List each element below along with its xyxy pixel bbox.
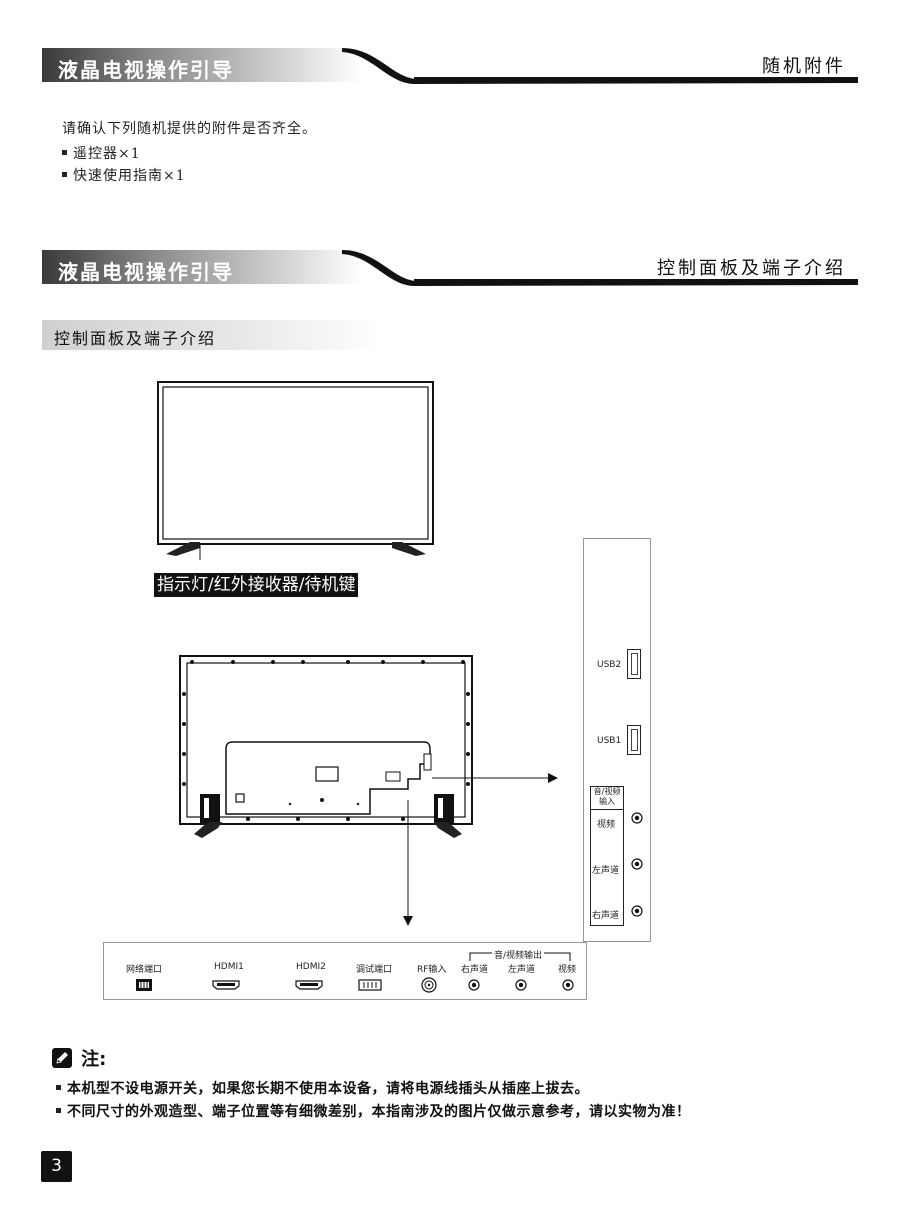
port-label-video: 视频 <box>558 965 577 975</box>
accessories-intro: 请确认下列随机提供的附件是否齐全。 <box>62 121 317 137</box>
tv-front-callout-label: 指示灯/红外接收器/待机键 <box>154 573 359 597</box>
bullet <box>62 149 67 155</box>
header-bar-graphic <box>42 250 858 286</box>
header-section-name: 控制面板及端子介绍 <box>657 258 846 279</box>
av-input-jacks <box>631 812 643 917</box>
tv-back-illustration <box>179 655 473 838</box>
bottom-port-panel: 音/视频输出 网络端口 HDMI1 HDMI2 调试端口 RF输入 右声道 左声… <box>103 942 587 1000</box>
usb2-label: USB2 <box>597 660 622 670</box>
av-video-label: 视频 <box>597 820 616 830</box>
connector-arrows <box>403 773 558 926</box>
lan-port-icon <box>136 979 152 991</box>
note-text: 不同尺寸的外观造型、端子位置等有细微差别，本指南涉及的图片仅做示意参考，请以实物… <box>67 1104 691 1120</box>
bottom-port-icons <box>136 977 574 993</box>
side-port-panel: USB2 USB1 音/视频 输入 视频 左声道 右声道 <box>583 538 651 942</box>
port-label-hdmi2: HDMI2 <box>296 962 326 972</box>
av-input-title-2: 输入 <box>599 797 615 806</box>
av-right-label: 右声道 <box>592 911 620 921</box>
pencil-icon <box>52 1048 72 1068</box>
accessory-item-remote: 遥控器×1 <box>62 143 141 163</box>
page-number: 3 <box>41 1151 72 1182</box>
bullet <box>56 1084 61 1090</box>
accessory-item-guide: 快速使用指南×1 <box>62 165 186 185</box>
header-title: 液晶电视操作引导 <box>58 58 234 82</box>
port-label-hdmi1: HDMI1 <box>214 962 244 972</box>
av-input-group: 音/视频 输入 视频 左声道 右声道 <box>590 786 624 926</box>
section-header-accessories: 液晶电视操作引导 随机附件 <box>42 46 858 90</box>
port-label-right: 右声道 <box>461 965 489 975</box>
av-input-title-1: 音/视频 <box>593 787 621 796</box>
tv-front-illustration <box>157 381 434 560</box>
port-label-lan: 网络端口 <box>126 965 163 975</box>
note-line-1: 本机型不设电源开关，如果您长期不使用本设备，请将电源线插头从插座上拔去。 <box>56 1078 589 1098</box>
note-text: 本机型不设电源开关，如果您长期不使用本设备，请将电源线插头从插座上拔去。 <box>67 1081 589 1097</box>
subsection-header: 控制面板及端子介绍 <box>42 320 382 350</box>
note-line-2: 不同尺寸的外观造型、端子位置等有细微差别，本指南涉及的图片仅做示意参考，请以实物… <box>56 1101 691 1121</box>
notes-heading: 注: <box>52 1045 106 1071</box>
notes-title: 注: <box>81 1049 107 1070</box>
bullet <box>62 171 67 177</box>
header-bar-graphic <box>42 48 858 84</box>
usb1-label: USB1 <box>597 736 622 746</box>
subsection-title: 控制面板及端子介绍 <box>54 329 217 348</box>
section-header-panel: 液晶电视操作引导 控制面板及端子介绍 <box>42 248 858 292</box>
usb1-port <box>627 725 641 755</box>
av-output-label: 音/视频输出 <box>492 948 545 961</box>
port-label-service: 调试端口 <box>356 965 393 975</box>
bullet <box>56 1107 61 1113</box>
accessory-item-label: 快速使用指南×1 <box>73 168 186 184</box>
header-section-name: 随机附件 <box>762 56 846 77</box>
port-label-rf: RF输入 <box>417 965 447 975</box>
header-title: 液晶电视操作引导 <box>58 260 234 284</box>
usb2-port <box>627 649 641 679</box>
port-label-left: 左声道 <box>508 965 536 975</box>
accessory-item-label: 遥控器×1 <box>73 146 141 162</box>
av-left-label: 左声道 <box>592 866 620 876</box>
